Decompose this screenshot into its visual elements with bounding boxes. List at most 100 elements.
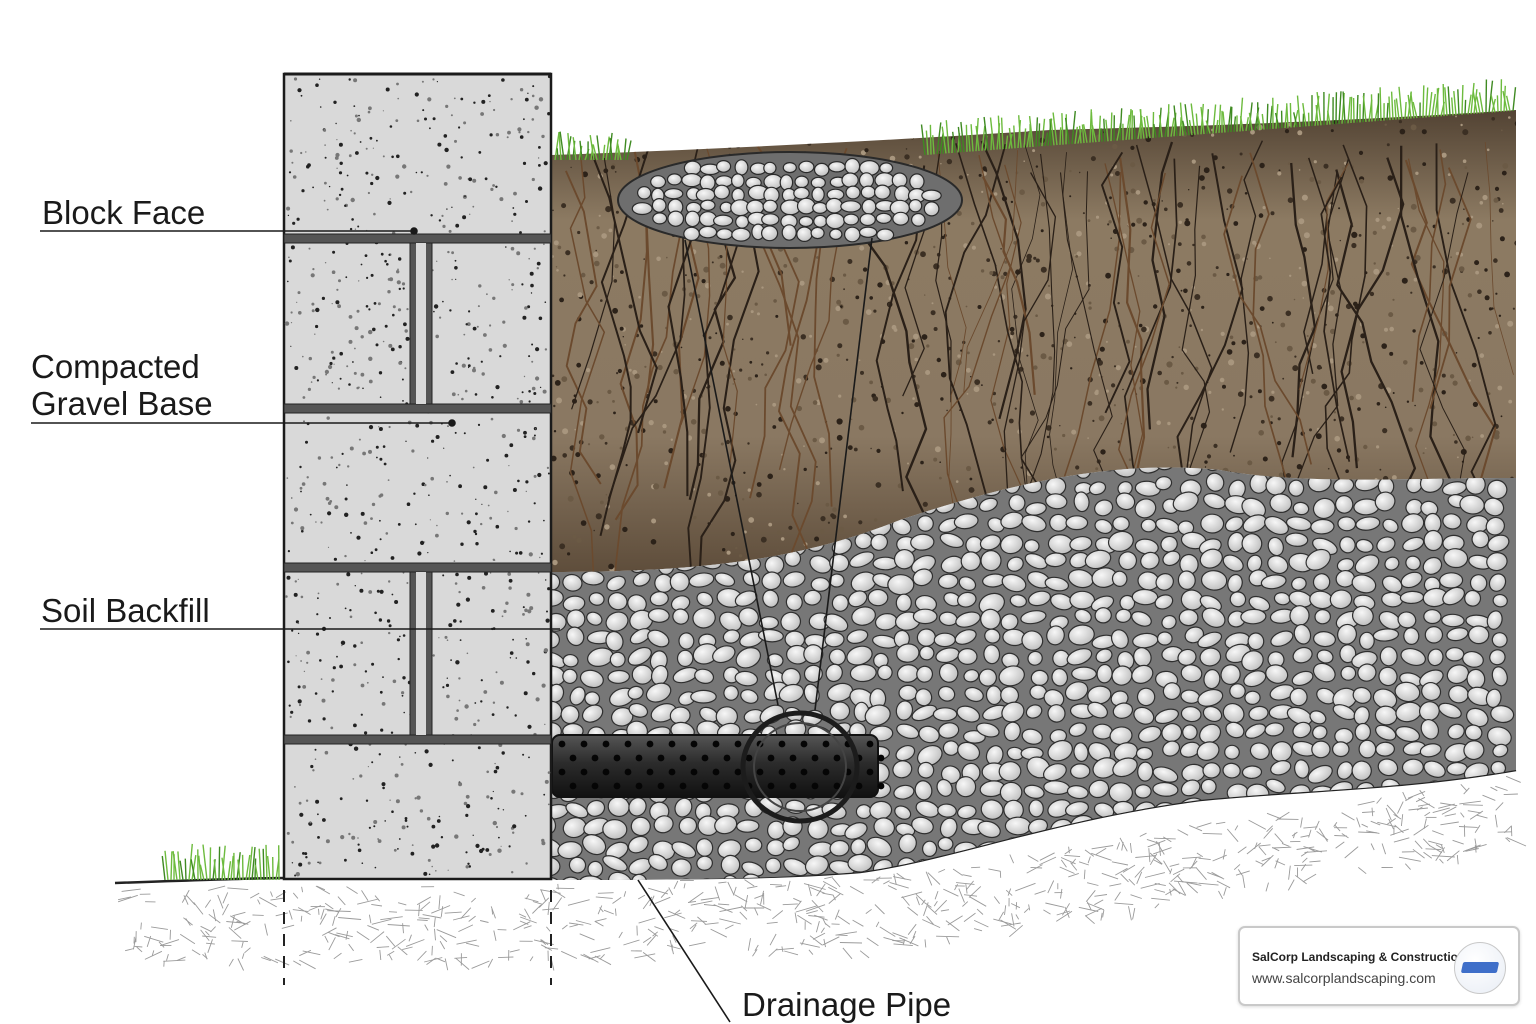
gravel-stone <box>1046 625 1065 646</box>
block-speck <box>291 862 294 864</box>
gravel-stone <box>1044 552 1067 568</box>
block-speck <box>373 302 377 305</box>
subgrade-hatch <box>1111 861 1129 866</box>
subgrade-hatch <box>892 932 908 939</box>
cap-stone <box>683 160 702 176</box>
subgrade-hatch <box>1026 864 1043 874</box>
block-speck <box>305 440 308 444</box>
subgrade-hatch <box>963 912 976 922</box>
grass-blade <box>1453 91 1457 116</box>
soil-speck <box>947 222 951 225</box>
gravel-stone <box>1065 515 1089 531</box>
subgrade-hatch <box>1358 867 1367 875</box>
soil-speck <box>662 423 667 429</box>
block-speck <box>464 389 468 393</box>
block-speck <box>285 595 288 598</box>
gravel-stone <box>1030 879 1051 880</box>
subgrade-hatch <box>297 907 311 915</box>
block-speck <box>475 843 480 849</box>
soil-speck <box>1376 445 1380 449</box>
soil-speck <box>1188 189 1190 191</box>
block-speck <box>533 392 537 395</box>
gravel-stone <box>939 532 964 549</box>
block-speck <box>322 481 327 486</box>
soil-speck <box>1110 173 1114 177</box>
grass-blade <box>559 131 565 161</box>
gravel-stone <box>1205 472 1225 492</box>
soil-speck <box>924 294 926 296</box>
soil-speck <box>1040 202 1046 207</box>
soil-speck <box>908 343 915 350</box>
pipe-perforation <box>877 754 885 762</box>
gravel-stone <box>1162 740 1181 757</box>
block-speck <box>353 105 356 107</box>
grass-blade <box>1035 117 1039 147</box>
gravel-stone <box>1227 573 1243 593</box>
soil-speck <box>1005 180 1008 184</box>
subgrade-hatch <box>909 935 916 945</box>
soil-speck <box>1418 387 1424 393</box>
block-speck <box>324 262 327 264</box>
gravel-stone <box>1288 803 1311 823</box>
soil-speck <box>1351 231 1358 238</box>
soil-speck <box>1076 230 1082 237</box>
subgrade-hatch <box>1134 866 1145 878</box>
block-speck <box>430 214 433 217</box>
brand-url[interactable]: www.salcorplandscaping.com <box>1252 970 1436 986</box>
gravel-stone <box>1222 762 1241 779</box>
block-speck <box>344 858 347 862</box>
soil-speck <box>775 314 779 318</box>
soil-speck <box>987 420 992 425</box>
subgrade-hatch <box>328 937 336 951</box>
soil-speck <box>843 514 847 519</box>
gravel-stone <box>1340 665 1357 681</box>
gravel-stone <box>825 663 843 683</box>
soil-speck <box>1327 467 1330 470</box>
soil-speck <box>1315 433 1322 440</box>
pipe-perforation <box>778 740 786 748</box>
block-speck <box>356 117 361 123</box>
subgrade-hatch <box>1186 882 1199 894</box>
gravel-stone <box>1229 591 1247 608</box>
subgrade-hatch <box>965 884 968 894</box>
block-speck <box>384 259 387 263</box>
soil-speck <box>625 464 628 467</box>
subgrade-hatch <box>261 957 271 962</box>
subgrade-hatch <box>775 947 794 951</box>
gravel-stone <box>912 608 938 625</box>
block-speck <box>367 191 370 195</box>
block-speck <box>438 219 442 222</box>
subgrade-hatch <box>760 890 765 905</box>
subgrade-hatch <box>966 880 974 890</box>
block-speck <box>336 167 338 169</box>
block-speck <box>310 764 314 769</box>
soil-speck <box>1277 417 1281 421</box>
brand-card[interactable]: SalCorp Landscaping & Construction www.s… <box>1238 926 1520 1006</box>
block-speck <box>460 97 464 101</box>
subgrade-hatch <box>308 905 322 911</box>
soil-speck <box>717 490 724 496</box>
soil-speck <box>1109 196 1112 200</box>
block-speck <box>536 267 539 270</box>
grass-blade <box>172 851 178 881</box>
subgrade-hatch <box>1476 814 1488 819</box>
soil-speck <box>1389 326 1394 332</box>
soil-speck <box>817 358 823 363</box>
gravel-stone <box>1110 629 1129 649</box>
block-speck <box>303 420 305 422</box>
subgrade-hatch <box>691 924 697 932</box>
soil-speck <box>1305 391 1310 395</box>
soil-speck <box>842 318 850 325</box>
subgrade-hatch <box>1356 817 1361 828</box>
gravel-stone <box>1402 536 1425 552</box>
soil-speck <box>901 411 904 415</box>
subgrade-hatch <box>687 900 697 903</box>
soil-speck <box>567 495 574 502</box>
soil-speck <box>683 118 687 122</box>
block-speck <box>505 246 507 248</box>
block-speck <box>414 797 417 800</box>
cap-stone <box>637 186 652 200</box>
gravel-stone <box>1330 875 1352 880</box>
subgrade-hatch <box>719 918 741 925</box>
subgrade-hatch <box>1506 837 1527 847</box>
